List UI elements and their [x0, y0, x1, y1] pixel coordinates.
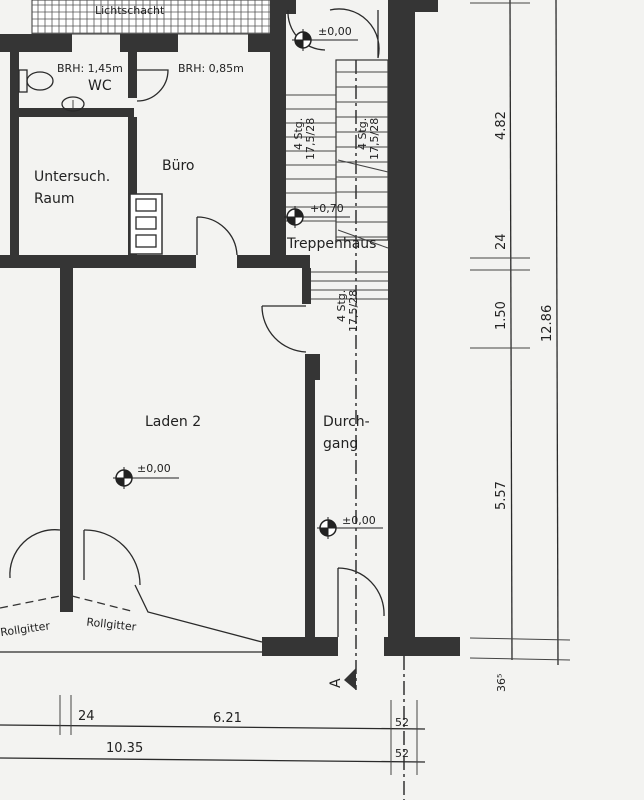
level-value-top: ±0,00 [318, 25, 352, 38]
label-lichtschacht: Lichtschacht [95, 4, 165, 17]
label-buero-brh: BRH: 0,85m [178, 62, 244, 75]
doors [9, 8, 385, 643]
stair-right-ratio: 17,5/28 [368, 118, 381, 160]
label-raum: Raum [34, 191, 75, 207]
label-gang: gang [323, 436, 358, 452]
walls [0, 0, 460, 656]
dim-10-35: 10.35 [106, 741, 143, 756]
stair-tread [335, 59, 389, 241]
section-label: A [328, 678, 344, 688]
label-rollgitter-1: Rollgitter [0, 619, 51, 639]
level-value-landing: +0,70 [310, 202, 344, 215]
washbasin-icon [61, 96, 85, 112]
label-treppenhaus: Treppenhaus [286, 236, 376, 252]
dim-52-b: 52 [395, 747, 409, 760]
chimney-flues [129, 193, 163, 255]
label-durch: Durch- [323, 414, 370, 430]
vertical-dimensions [469, 0, 571, 666]
stair-right-count: 4 Stg. [356, 118, 369, 150]
label-buero: Büro [162, 158, 195, 174]
level-value-durchgang: ±0,00 [342, 514, 376, 527]
staircase [286, 59, 389, 300]
stair-left-count: 4 Stg. [292, 118, 305, 150]
rollgitter-line [0, 595, 136, 613]
section-marker-a: A [328, 668, 356, 690]
stair-left-ratio: 17,5/28 [304, 118, 317, 160]
level-marker-laden: ±0,00 [113, 462, 179, 489]
label-untersuch: Untersuch. [34, 169, 110, 185]
stair-cut-line [337, 229, 389, 249]
lichtschacht-grating [31, 0, 283, 35]
label-rollgitter-2: Rollgitter [86, 616, 138, 634]
level-marker-landing: +0,70 [284, 202, 350, 228]
dim-52-a: 52 [395, 716, 409, 729]
label-laden: Laden 2 [145, 414, 201, 430]
stair-lower-ratio: 17,5/28 [347, 290, 360, 332]
dim-24-horizontal: 24 [78, 709, 95, 724]
level-marker-durchgang: ±0,00 [317, 514, 383, 539]
stair-lower-count: 4 Stg. [335, 290, 348, 322]
dim-24-vertical: 24 [494, 233, 509, 250]
stair-cut-line [337, 159, 389, 173]
dim-1-50: 1.50 [494, 301, 509, 330]
level-value-laden: ±0,00 [137, 462, 171, 475]
toilet-icon [18, 69, 54, 93]
dim-4-82: 4.82 [494, 111, 509, 140]
dim-6-21: 6.21 [213, 711, 242, 726]
level-marker-top: ±0,00 [292, 25, 358, 51]
horizontal-dimensions [0, 695, 426, 775]
dim-12-86: 12.86 [540, 305, 555, 342]
dim-5-57: 5.57 [494, 481, 509, 510]
label-wc-brh: BRH: 1,45m [57, 62, 123, 75]
label-wc: WC [88, 78, 112, 94]
dim-36-5: 36⁵ [495, 674, 508, 692]
